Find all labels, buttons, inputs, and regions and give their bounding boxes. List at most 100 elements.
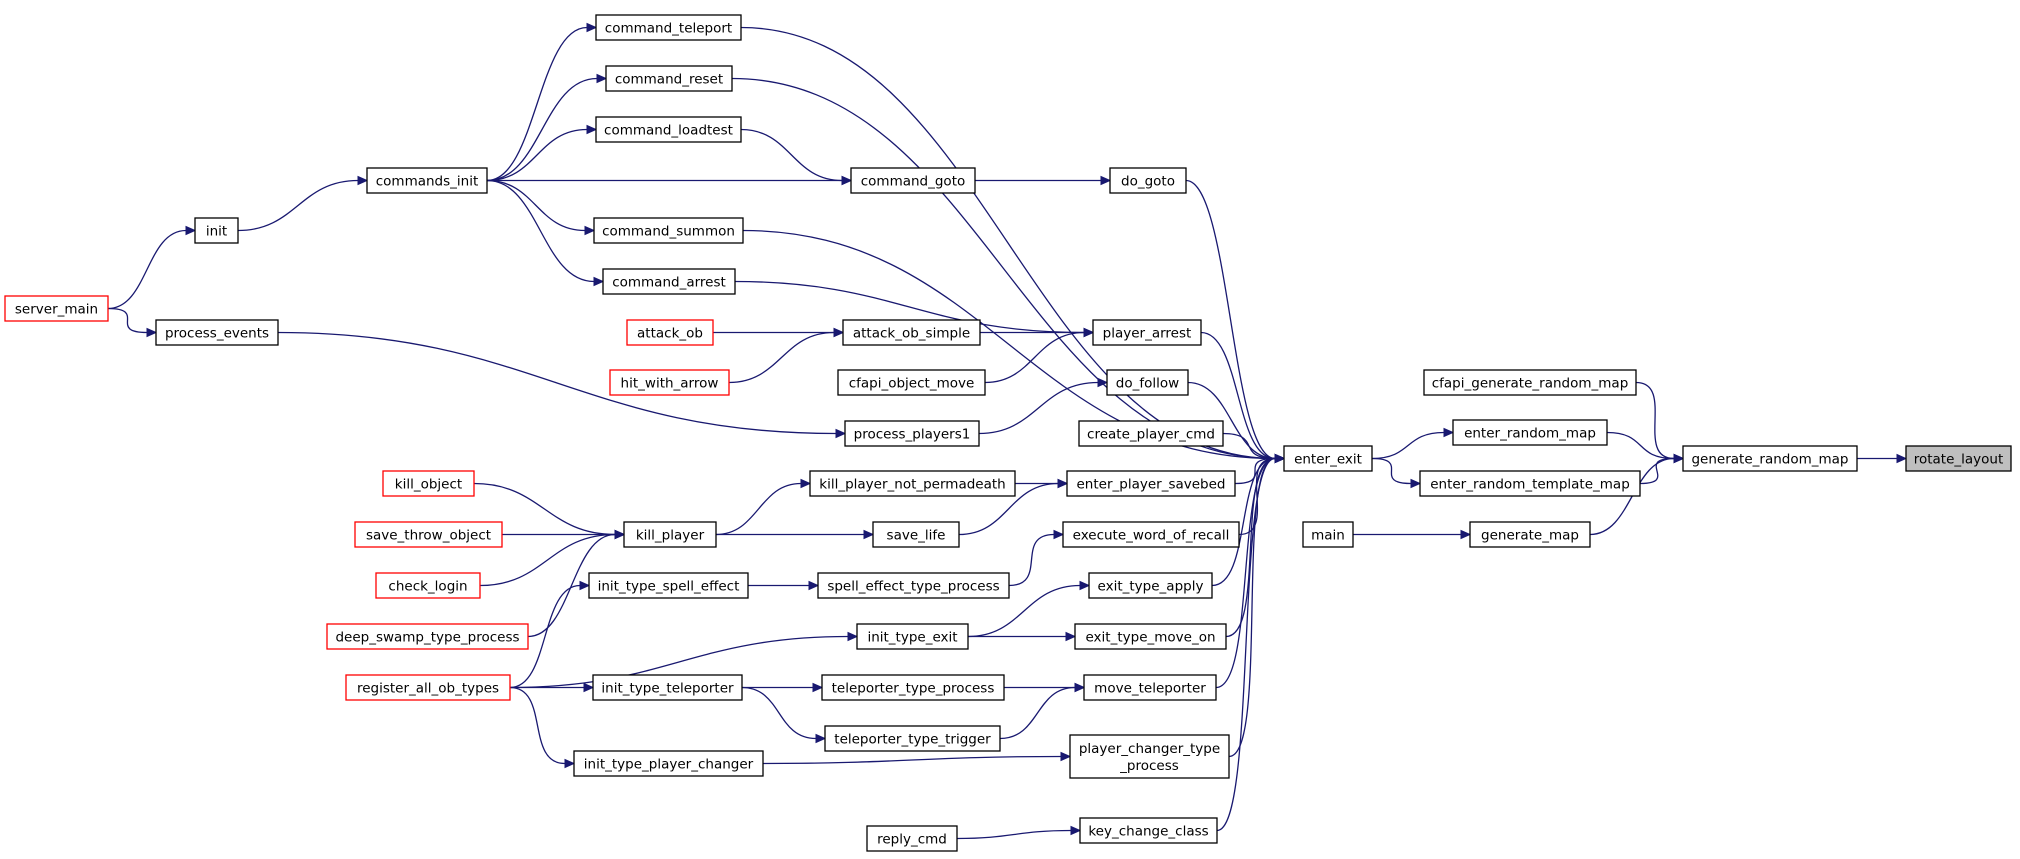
node-deep-swamp-type-process[interactable]: deep_swamp_type_process (326, 623, 529, 650)
node-kill-player[interactable]: kill_player (623, 521, 717, 548)
node-create-player-cmd[interactable]: create_player_cmd (1078, 420, 1224, 447)
node-box (366, 167, 488, 194)
arrowhead-server_main-to-init (185, 225, 197, 236)
node-register-all-ob-types[interactable]: register_all_ob_types (345, 674, 511, 701)
node-init-type-teleporter[interactable]: init_type_teleporter (592, 674, 743, 701)
arrowhead-key_change_class-to-enter_exit (1274, 453, 1286, 464)
edge-commands_init-to-command_summon (486, 179, 586, 232)
node-box (856, 623, 969, 650)
edge-init-to-commands_init (237, 179, 359, 232)
arrowhead-command_loadtest-to-command_goto (841, 175, 853, 186)
node-box (1682, 445, 1858, 472)
node-cfapi-object-move[interactable]: cfapi_object_move (837, 369, 986, 396)
node-server-main[interactable]: server_main (4, 295, 109, 322)
node-commands-init[interactable]: commands_init (366, 167, 488, 194)
arrowhead-process_events-to-process_players1 (835, 428, 847, 439)
node-attack-ob[interactable]: attack_ob (626, 319, 714, 346)
edge-commands_init-to-command_reset (486, 77, 598, 182)
node-spell-effect-type-process[interactable]: spell_effect_type_process (817, 572, 1010, 599)
edge-hit_with_arrow-to-attack_ob_simple (728, 331, 835, 384)
edge-register_all_ob_types-to-init_type_exit (509, 635, 849, 689)
edge-teleporter_type_trigger-to-move_teleporter (999, 686, 1076, 740)
node-label: hit_with_arrow (621, 376, 719, 392)
node-kill-object[interactable]: kill_object (382, 470, 475, 497)
edge-command_teleport-to-enter_exit (740, 26, 1276, 460)
node-save-throw-object[interactable]: save_throw_object (354, 521, 503, 548)
node-command-goto[interactable]: command_goto (850, 167, 976, 194)
node-key-change-class[interactable]: key_change_class (1079, 817, 1218, 844)
node-process-players1[interactable]: process_players1 (844, 420, 980, 447)
node-execute-word-of-recall[interactable]: execute_word_of_recall (1062, 521, 1240, 548)
node-command-reset[interactable]: command_reset (605, 65, 733, 92)
node-do-follow[interactable]: do_follow (1106, 369, 1189, 396)
node-process-events[interactable]: process_events (155, 319, 279, 346)
node-attack-ob-simple[interactable]: attack_ob_simple (842, 319, 981, 346)
node-enter-exit[interactable]: enter_exit (1283, 445, 1373, 472)
edge-move_teleporter-to-enter_exit (1215, 457, 1276, 689)
edge-player_arrest-to-enter_exit (1200, 331, 1276, 460)
node-box (1469, 521, 1591, 548)
node-box (866, 825, 958, 852)
node-cfapi-generate-random-map[interactable]: cfapi_generate_random_map (1423, 369, 1637, 396)
edge-command_loadtest-to-command_goto (740, 128, 843, 182)
arrowhead-spell_effect_type_process-to-execute_word_of_recall (1053, 529, 1065, 540)
node-enter-player-savebed[interactable]: enter_player_savebed (1066, 470, 1236, 497)
node-teleporter-type-trigger[interactable]: teleporter_type_trigger (824, 725, 1001, 752)
node-command-loadtest[interactable]: command_loadtest (595, 116, 742, 143)
edge-spell_effect_type_process-to-execute_word_of_recall (1008, 533, 1055, 587)
node-teleporter-type-process[interactable]: teleporter_type_process (821, 674, 1005, 701)
node-box (1079, 817, 1218, 844)
node-label: command_loadtest (604, 123, 733, 139)
node-enter-random-template-map[interactable]: enter_random_template_map (1419, 470, 1641, 497)
node-box (809, 470, 1016, 497)
node-label: kill_object (395, 477, 462, 493)
node-box (1092, 319, 1202, 346)
arrowhead-init_type_exit-to-exit_type_apply (1079, 580, 1091, 591)
node-player-changer-type-process[interactable]: player_changer_type_process (1069, 734, 1230, 779)
node-label: command_goto (861, 174, 966, 190)
node-reply-cmd[interactable]: reply_cmd (866, 825, 958, 852)
edge-cfapi_object_move-to-player_arrest (984, 331, 1085, 384)
node-main[interactable]: main (1302, 521, 1354, 548)
node-command-summon[interactable]: command_summon (593, 217, 744, 244)
edge-command_reset-to-enter_exit (731, 77, 1276, 460)
node-init-type-player-changer[interactable]: init_type_player_changer (573, 750, 764, 777)
edge-init_type_exit-to-exit_type_apply (967, 584, 1081, 638)
node-label: command_reset (615, 72, 723, 88)
node-box (602, 268, 736, 295)
node-label: player_arrest (1103, 326, 1192, 342)
node-label: rotate_layout (1914, 452, 2004, 468)
node-exit-type-move-on[interactable]: exit_type_move_on (1074, 623, 1227, 650)
node-exit-type-apply[interactable]: exit_type_apply (1088, 572, 1213, 599)
node-box (588, 572, 749, 599)
node-check-login[interactable]: check_login (375, 572, 481, 599)
edge-enter_random_map-to-generate_random_map (1606, 431, 1675, 460)
node-init-type-spell-effect[interactable]: init_type_spell_effect (588, 572, 749, 599)
node-save-life[interactable]: save_life (872, 521, 960, 548)
node-enter-random-map[interactable]: enter_random_map (1452, 419, 1608, 446)
node-label: generate_map (1481, 528, 1579, 544)
node-generate-map[interactable]: generate_map (1469, 521, 1591, 548)
arrowhead-teleporter_type_trigger-to-move_teleporter (1074, 682, 1086, 693)
node-generate-random-map[interactable]: generate_random_map (1682, 445, 1858, 472)
arrowhead-server_main-to-process_events (146, 327, 158, 338)
node-command-arrest[interactable]: command_arrest (602, 268, 736, 295)
node-label: main (1311, 528, 1345, 544)
edge-player_changer_type_process-to-enter_exit (1228, 457, 1276, 758)
node-init-type-exit[interactable]: init_type_exit (856, 623, 969, 650)
node-box (1283, 445, 1373, 472)
edge-commands_init-to-command_arrest (486, 179, 595, 283)
edge-process_events-to-process_players1 (277, 331, 837, 435)
node-box (595, 14, 742, 41)
node-hit-with-arrow[interactable]: hit_with_arrow (609, 369, 730, 396)
node-rotate-layout[interactable]: rotate_layout (1905, 445, 2012, 472)
node-init[interactable]: init (194, 217, 239, 244)
node-kill-player-not-permadeath[interactable]: kill_player_not_permadeath (809, 470, 1016, 497)
node-do-goto[interactable]: do_goto (1109, 167, 1187, 194)
node-command-teleport[interactable]: command_teleport (595, 14, 742, 41)
arrowhead-register_all_ob_types-to-init_type_player_changer (564, 758, 576, 769)
node-box (850, 167, 976, 194)
node-move-teleporter[interactable]: move_teleporter (1083, 674, 1217, 701)
node-player-arrest[interactable]: player_arrest (1092, 319, 1202, 346)
node-box (837, 369, 986, 396)
